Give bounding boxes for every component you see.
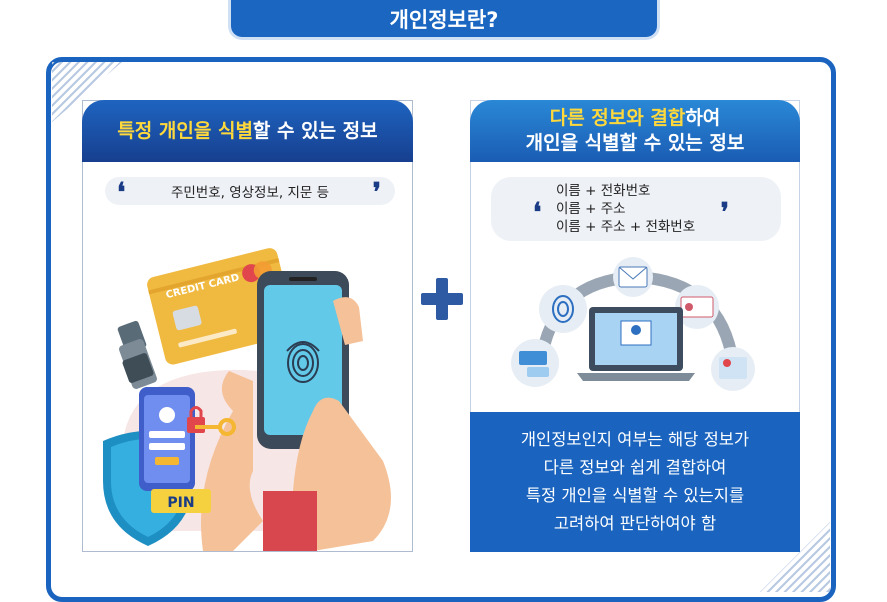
- profile-card-node-icon: [675, 285, 719, 329]
- data-linking-illustration: [511, 257, 755, 391]
- identifiable-info-title: 특정 개인을 식별할 수 있는 정보: [117, 119, 377, 144]
- close-quote-icon: ❜: [372, 178, 381, 208]
- combined-info-header: 다른 정보와 결합하여 개인을 식별할 수 있는 정보: [470, 100, 800, 162]
- page-title: 개인정보란?: [228, 0, 660, 40]
- header-rest: 할 수 있는 정보: [252, 119, 378, 142]
- example-quote-text: 주민번호, 영상정보, 지문 등: [170, 185, 330, 201]
- fingerprint-icon: [286, 341, 320, 383]
- note-line-1: 개인정보인지 여부는 해당 정보가: [520, 430, 750, 449]
- combined-info-title-line2: 개인을 식별할 수 있는 정보: [525, 132, 745, 154]
- hand-fingers: [333, 297, 363, 345]
- combination-examples: 이름 + 전화번호 이름 + 주소 이름 + 주소 + 전화번호: [556, 182, 695, 236]
- open-quote-icon: ❛: [117, 178, 126, 208]
- usb-drive-icon: [117, 320, 157, 389]
- example-quote-box: ❛ 주민번호, 영상정보, 지문 등 ❜: [105, 177, 395, 208]
- header-rest: 하여: [685, 107, 721, 129]
- laptop-icon: [577, 307, 695, 381]
- combined-info-title-line1: 다른 정보와 결합하여: [550, 106, 721, 131]
- identifiable-info-header: 특정 개인을 식별할 수 있는 정보: [82, 100, 413, 162]
- identifiable-info-panel: 특정 개인을 식별할 수 있는 정보 ❛ 주민번호, 영상정보, 지문 등 ❜ …: [82, 100, 413, 552]
- map-node-icon: [711, 347, 755, 391]
- identification-illustration: CREDIT CARD: [103, 248, 391, 551]
- determination-note-box: 개인정보인지 여부는 해당 정보가 다른 정보와 쉽게 결합하여 특정 개인을 …: [470, 412, 800, 552]
- sleeve-cuff: [263, 491, 317, 551]
- login-phone-icon: [139, 387, 195, 491]
- chat-node-icon: [511, 339, 559, 387]
- hand-palm: [201, 371, 263, 551]
- pointing-finger: [293, 397, 391, 551]
- example-line-1: 이름 + 전화번호: [556, 183, 651, 199]
- example-line-2: 이름 + 주소: [556, 201, 626, 217]
- combined-info-panel: 다른 정보와 결합하여 개인을 식별할 수 있는 정보 ❛ 이름 + 전화번호 …: [470, 100, 800, 552]
- page-title-text: 개인정보란?: [389, 7, 499, 32]
- pin-badge: PIN: [151, 489, 211, 513]
- note-line-3: 특정 개인을 식별할 수 있는지를: [525, 486, 745, 505]
- key-icon: [195, 418, 236, 436]
- header-highlight: 특정 개인을 식별: [117, 119, 253, 142]
- plus-icon: [421, 278, 463, 320]
- open-quote-icon: ❛: [533, 198, 542, 228]
- email-node-icon: [613, 257, 653, 297]
- note-line-4: 고려하여 판단하여야 함: [553, 514, 717, 533]
- close-quote-icon: ❜: [720, 198, 729, 228]
- pin-badge-label: PIN: [167, 495, 194, 511]
- example-line-3: 이름 + 주소 + 전화번호: [556, 219, 696, 235]
- header-highlight: 다른 정보와 결합: [549, 107, 686, 129]
- fingerprint-node-icon: [539, 285, 587, 333]
- note-line-2: 다른 정보와 쉽게 결합하여: [543, 458, 727, 477]
- combination-examples-box: ❛ 이름 + 전화번호 이름 + 주소 이름 + 주소 + 전화번호 ❜: [491, 177, 781, 241]
